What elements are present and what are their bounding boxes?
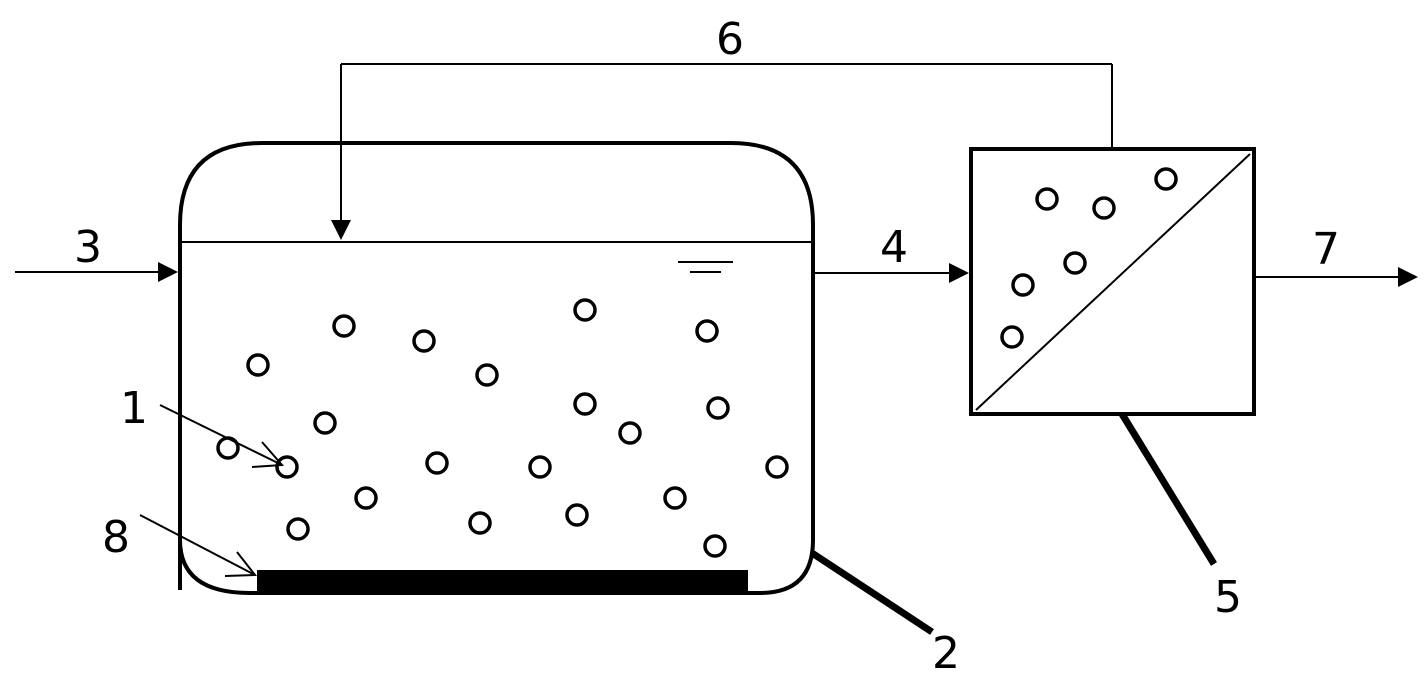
membrane-bubbles [1000, 167, 1178, 349]
aerator-leader-line [139, 514, 256, 576]
bubble [695, 319, 719, 343]
bubble [1011, 273, 1035, 297]
label-aerator: 8 [102, 512, 130, 563]
bubble [412, 329, 436, 353]
bubble [1035, 187, 1059, 211]
bubble [1000, 325, 1024, 349]
bubble-leader-arrowhead [251, 441, 285, 468]
bubble [475, 363, 499, 387]
reactor-tank [178, 141, 815, 595]
aerator-bar [257, 570, 748, 591]
water-level-symbol [678, 261, 733, 273]
label-membrane-module: 5 [1214, 572, 1242, 623]
bubble [573, 298, 597, 322]
bubble [313, 411, 337, 435]
label-bubble: 1 [120, 383, 148, 434]
bubble [1154, 167, 1178, 191]
reactor-leader-line [810, 550, 934, 635]
bubble [1092, 196, 1116, 220]
bubble [425, 451, 449, 475]
membrane-leader-line [1119, 412, 1217, 566]
bubble [765, 455, 789, 479]
membrane-diagonal [975, 153, 1251, 411]
bubble [275, 455, 299, 479]
bubble [706, 396, 730, 420]
label-outlet: 7 [1312, 224, 1340, 275]
bubble [573, 392, 597, 416]
bubble [354, 486, 378, 510]
bubble [528, 455, 552, 479]
bubble-leader-line [159, 404, 283, 466]
label-transfer: 4 [880, 222, 908, 273]
bubble [663, 486, 687, 510]
bubble [618, 421, 642, 445]
bubble [565, 503, 589, 527]
label-recycle: 6 [716, 14, 744, 65]
label-inlet: 3 [74, 222, 102, 273]
bubble [286, 517, 310, 541]
label-reactor: 2 [932, 628, 960, 679]
bubble [703, 534, 727, 558]
aerator-leader-arrowhead [224, 551, 258, 577]
bubble [468, 511, 492, 535]
reactor-bubbles [216, 298, 789, 558]
recycle-line [331, 63, 1113, 240]
bubble [1063, 251, 1087, 275]
bubble [246, 353, 270, 377]
bubble [332, 314, 356, 338]
